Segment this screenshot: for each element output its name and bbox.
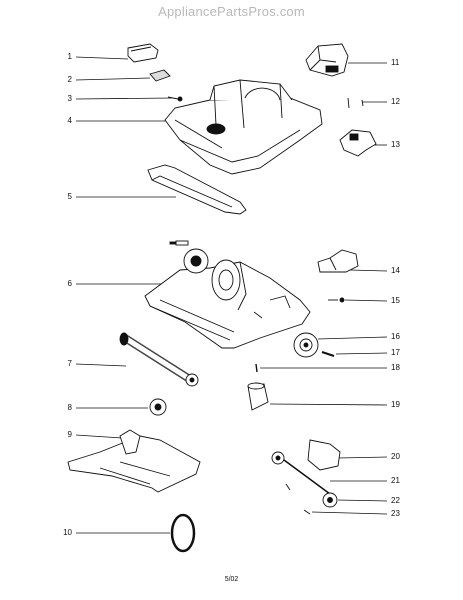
revision-date: 5/02 (224, 576, 239, 583)
callout-9: 9 (67, 430, 72, 439)
callout-3: 3 (67, 94, 72, 103)
callout-22: 22 (391, 496, 400, 505)
callout-17: 17 (391, 348, 400, 357)
callout-23: 23 (391, 509, 400, 518)
callout-19: 19 (391, 400, 400, 409)
callout-6: 6 (67, 279, 72, 288)
callout-1: 1 (67, 52, 72, 61)
callout-5: 5 (67, 192, 72, 201)
callout-13: 13 (391, 140, 400, 149)
callout-21: 21 (391, 476, 400, 485)
callout-14: 14 (391, 266, 400, 275)
callout-12: 12 (391, 97, 400, 106)
callout-2: 2 (67, 75, 72, 84)
callout-7: 7 (67, 359, 72, 368)
callout-20: 20 (391, 452, 400, 461)
callout-11: 11 (391, 58, 400, 67)
callout-4: 4 (67, 116, 72, 125)
callout-8: 8 (67, 403, 72, 412)
callout-10: 10 (63, 528, 72, 537)
watermark: AppliancePartsPros.com (158, 4, 305, 19)
callout-15: 15 (391, 296, 400, 305)
callout-16: 16 (391, 332, 400, 341)
callout-18: 18 (391, 363, 400, 372)
